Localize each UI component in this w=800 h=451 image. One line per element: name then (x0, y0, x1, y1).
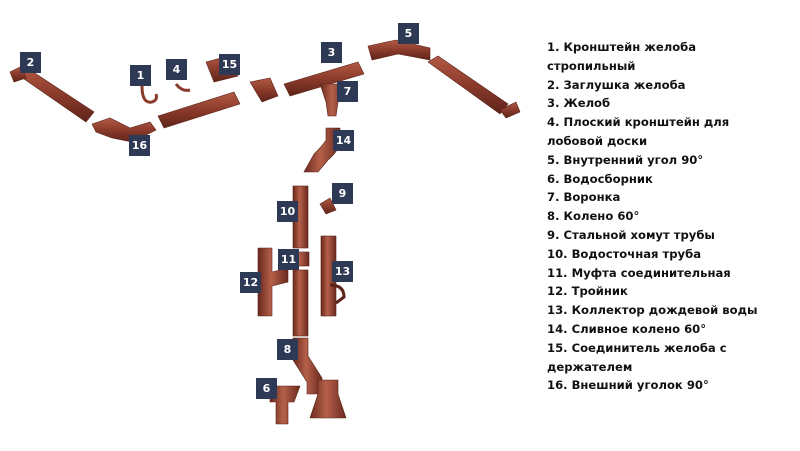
end-cap-right (499, 101, 521, 119)
tag-11: 11 (278, 249, 299, 270)
legend-item: 16. Внешний уголок 90° (547, 378, 709, 393)
legend-item: 14. Сливное колено 60° (547, 321, 707, 336)
tag-16: 16 (129, 135, 150, 156)
legend-item: 4. Плоский кронштейн для лобовой доски (547, 115, 730, 148)
tag-14: 14 (333, 130, 354, 151)
legend-item: 6. Водосборник (547, 171, 653, 186)
gutter-left (13, 65, 95, 123)
tag-5: 5 (398, 23, 419, 44)
tag-7: 7 (337, 81, 358, 102)
legend-item: 15. Соединитель желоба с держателем (547, 340, 727, 374)
gutter-system-diagram (9, 39, 521, 425)
pipe-lower (292, 269, 309, 337)
tag-12: 12 (240, 272, 261, 293)
legend-item: 10. Водосточная труба (547, 246, 702, 261)
gutter-3 (283, 61, 365, 97)
bracket-4 (174, 83, 191, 92)
water-collector-6 (269, 385, 301, 425)
legend-item: 5. Внутренний угол 90° (547, 152, 704, 167)
gutter-middle-left (157, 91, 241, 129)
legend-item: 9. Стальной хомут трубы (547, 227, 715, 242)
tee-12 (257, 247, 289, 317)
legend-item: 1. Кронштейн желоба стропильный (547, 40, 697, 73)
parts-legend: 1. Кронштейн желоба стропильный 2. Заглу… (547, 38, 787, 395)
tag-9: 9 (332, 183, 353, 204)
tag-10: 10 (277, 201, 298, 222)
tag-13: 13 (332, 261, 353, 282)
legend-item: 8. Колено 60° (547, 209, 640, 224)
drain-base (309, 379, 347, 419)
legend-item: 13. Коллектор дождевой воды (547, 303, 758, 318)
end-cap-middle (249, 77, 279, 103)
tag-15: 15 (219, 54, 240, 75)
gutter-right (427, 55, 509, 115)
tag-4: 4 (166, 59, 187, 80)
tag-6: 6 (256, 378, 277, 399)
legend-item: 12. Тройник (547, 284, 628, 299)
bracket-1 (140, 85, 158, 104)
legend-item: 11. Муфта соединительная (547, 265, 731, 280)
legend-item: 2. Заглушка желоба (547, 77, 686, 92)
inner-corner-5 (367, 39, 431, 61)
legend-item: 7. Воронка (547, 190, 621, 205)
tag-2: 2 (20, 52, 41, 73)
tag-3: 3 (321, 42, 342, 63)
tag-8: 8 (277, 339, 298, 360)
tag-1: 1 (130, 65, 151, 86)
legend-item: 3. Желоб (547, 96, 611, 111)
